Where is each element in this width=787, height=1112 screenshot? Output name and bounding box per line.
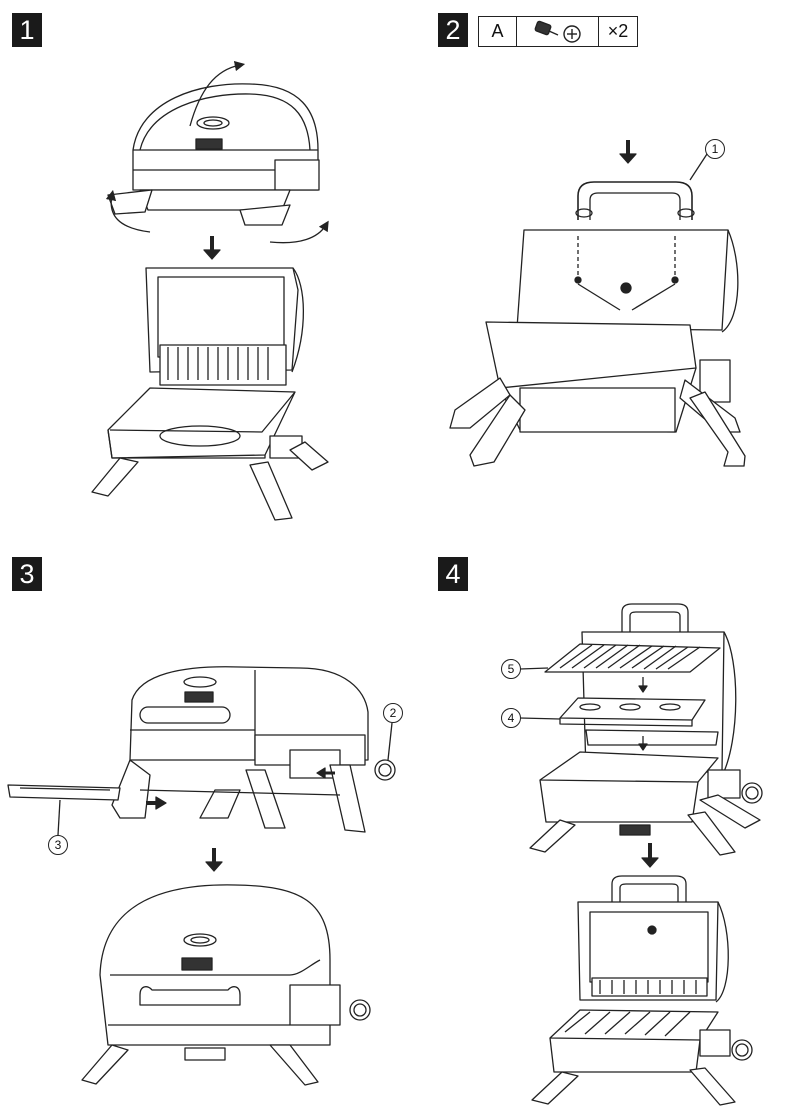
- rotate-arrow-icon: [189, 60, 246, 127]
- step-3-badge: 3: [12, 557, 42, 591]
- step4-exploded-grill: [519, 603, 763, 856]
- step-1-badge: 1: [12, 13, 42, 47]
- step-4-badge: 4: [438, 557, 468, 591]
- callout-3: 3: [48, 835, 68, 855]
- step1-open-grill: [91, 267, 329, 521]
- part-letter: A: [479, 17, 517, 46]
- step-2-badge: 2: [438, 13, 468, 47]
- step3-grill: [111, 666, 396, 833]
- step4-assembled-grill: [531, 875, 753, 1106]
- step3-closed-grill: [81, 884, 371, 1086]
- callout-1: 1: [705, 139, 725, 159]
- step1-closed-grill: [107, 83, 320, 226]
- parts-table: A ×2: [478, 16, 638, 47]
- part-quantity: ×2: [607, 21, 629, 41]
- screw-icon: [517, 17, 599, 46]
- callout-2: 2: [383, 703, 403, 723]
